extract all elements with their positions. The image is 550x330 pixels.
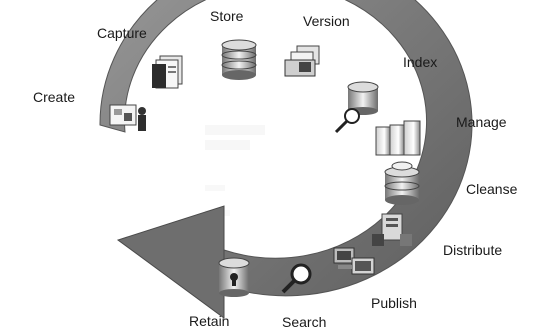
stage-label-index: Index — [403, 54, 437, 70]
stage-label-capture: Capture — [97, 25, 147, 41]
vault-lock-icon — [218, 257, 250, 297]
stage-labels: Create Capture Store Version Index Manag… — [33, 8, 518, 330]
magnifier-icon — [281, 263, 312, 294]
server-network-icon — [372, 213, 412, 246]
stage-label-store: Store — [210, 8, 244, 24]
stage-label-publish: Publish — [371, 295, 417, 311]
stage-label-search: Search — [282, 314, 326, 330]
presentation-person-icon — [109, 104, 146, 131]
stage-label-manage: Manage — [456, 114, 507, 130]
binders-icon — [375, 120, 421, 156]
stage-label-create: Create — [33, 89, 75, 105]
stage-label-distribute: Distribute — [443, 242, 502, 258]
stage-label-cleanse: Cleanse — [466, 181, 518, 197]
database-filter-icon — [384, 161, 420, 205]
stage-label-version: Version — [303, 13, 350, 29]
database-icon — [221, 39, 257, 80]
stage-label-retain: Retain — [189, 313, 229, 329]
document-scanner-icon — [152, 55, 183, 89]
cycle-arrow — [99, 0, 473, 319]
cycle-arrow-head — [116, 205, 225, 319]
database-search-icon — [334, 81, 379, 134]
document-stack-icon — [284, 45, 320, 77]
computers-icon — [333, 247, 375, 275]
